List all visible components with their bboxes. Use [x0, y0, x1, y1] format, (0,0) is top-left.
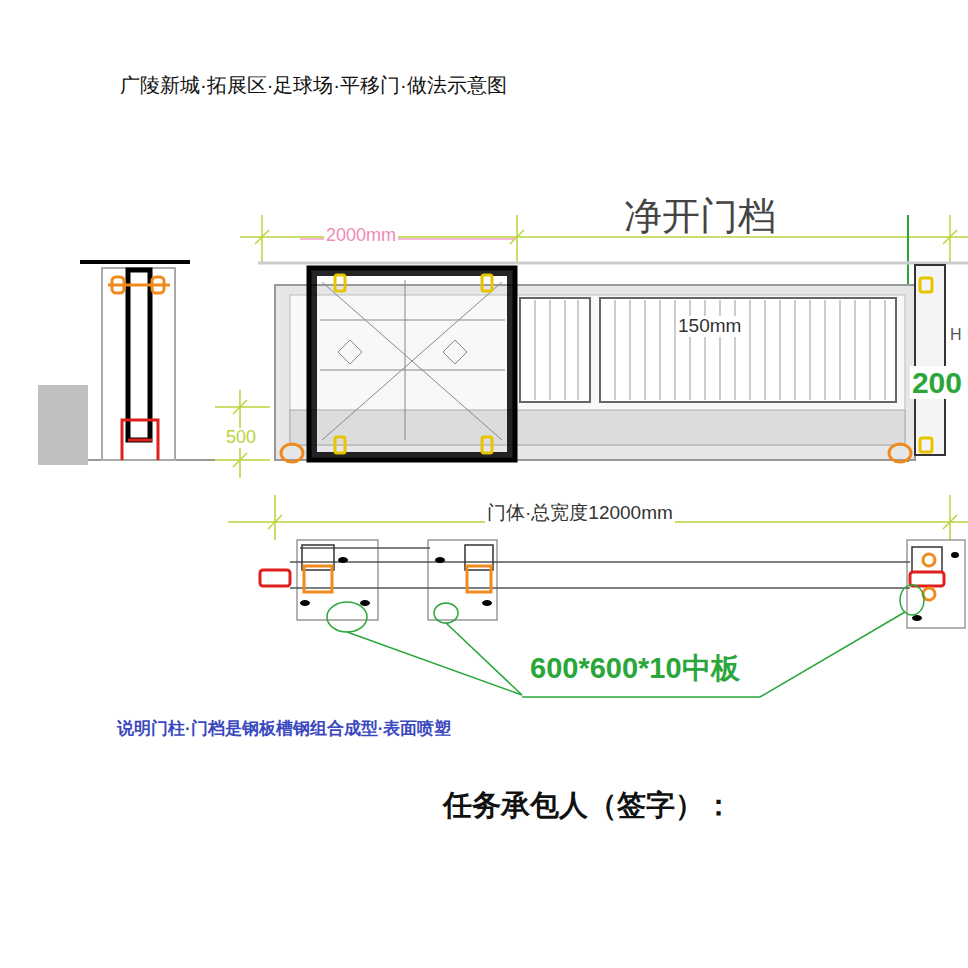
dimension-text: 2000mm [324, 226, 398, 246]
post-sections [302, 545, 942, 572]
dimension-lines [215, 215, 968, 540]
right-post [915, 265, 945, 455]
guide-wheels [108, 277, 170, 293]
gate-section [128, 270, 150, 440]
bottom-bracket [122, 420, 158, 460]
stop-block [260, 570, 290, 586]
bottom-rail [290, 410, 905, 445]
leader-lines [327, 585, 924, 697]
signature-line: 任务承包人（签字）： [443, 790, 733, 822]
dimension-text: 150mm [676, 316, 743, 337]
panel-bars [535, 300, 885, 400]
plate-spec: 600*600*10中板 [530, 653, 740, 685]
dimension-text: H [950, 326, 962, 344]
dimension-text: 500 [224, 428, 258, 448]
wall-cap [258, 262, 968, 265]
post-cap [80, 260, 190, 264]
anchor-bolts [300, 552, 959, 621]
frame-bracing [320, 280, 505, 440]
dimension-text: 门体·总宽度12000mm [485, 503, 675, 524]
gate-body [275, 285, 915, 460]
note-text: 说明门柱·门档是钢板槽钢组合成型·表面喷塑 [117, 720, 451, 739]
stop-block [910, 572, 944, 586]
drawing-title: 广陵新城·拓展区·足球场·平移门·做法示意图 [120, 74, 507, 96]
wheels [281, 444, 911, 462]
opening-label: 净开门档 [624, 196, 776, 238]
panel-small [520, 298, 590, 402]
plan-wheels [304, 554, 935, 600]
height-dimension-text: 200 [910, 366, 964, 399]
frame-thick [312, 271, 512, 457]
rollers [335, 275, 932, 453]
gate-inner [290, 295, 905, 445]
post-outline [102, 268, 175, 460]
panel-large [600, 298, 896, 402]
base-plates [297, 540, 965, 628]
moving-frame [309, 268, 515, 460]
wall-block [38, 385, 88, 465]
track-rails [290, 548, 910, 588]
